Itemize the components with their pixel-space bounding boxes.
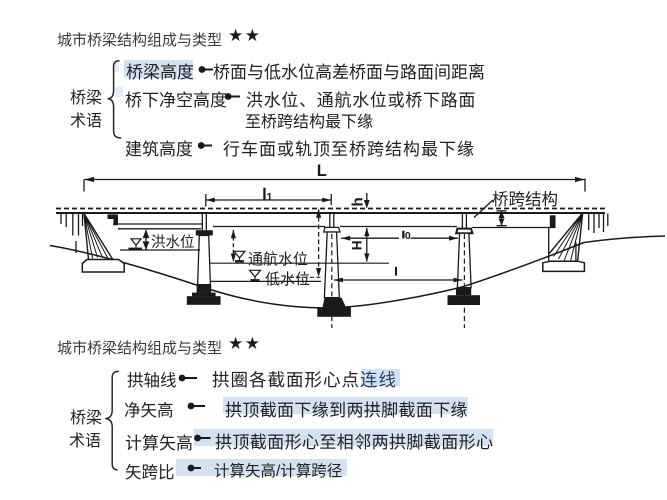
svg-text:L: L bbox=[317, 162, 327, 180]
svg-text:0: 0 bbox=[405, 230, 411, 242]
svg-text:h: h bbox=[350, 197, 367, 206]
svg-text:1: 1 bbox=[266, 192, 272, 204]
svg-text:H: H bbox=[349, 241, 364, 251]
